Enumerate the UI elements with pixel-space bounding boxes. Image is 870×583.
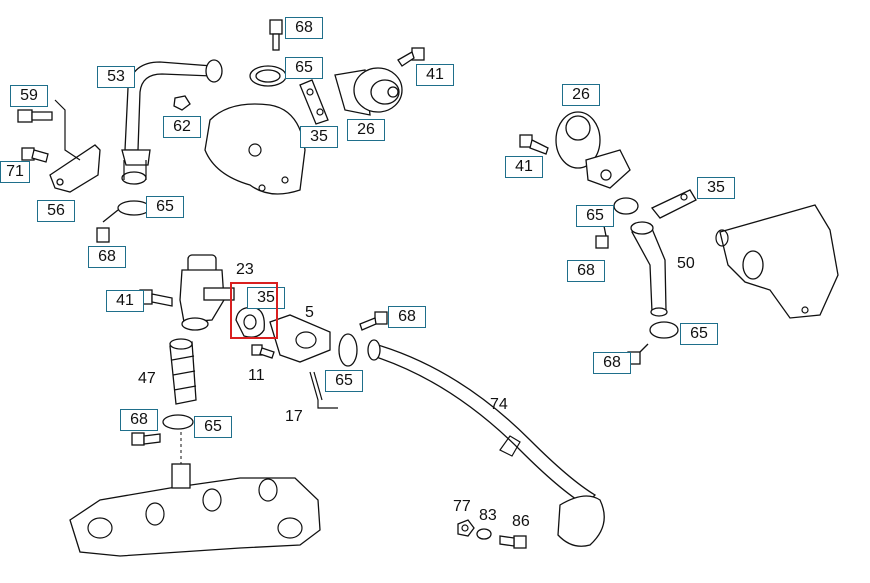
clamp-65-top	[249, 65, 287, 87]
bolt-41-right	[519, 134, 549, 155]
bolt-68-top	[269, 19, 283, 51]
clamp-65-right	[613, 197, 639, 215]
exhaust-manifold	[69, 432, 321, 557]
callout-26-right[interactable]: 26	[562, 84, 600, 106]
bolt-68-mid	[359, 311, 388, 331]
egr-valve-23	[179, 254, 235, 331]
gasket-35-right	[650, 189, 697, 219]
bolt-68-right2	[627, 343, 649, 365]
bolt-68-bot	[131, 432, 161, 446]
callout-35-selected[interactable]: 35	[247, 287, 285, 309]
bolt-86	[499, 535, 527, 549]
pipe-74	[367, 339, 605, 547]
bolt-11	[251, 344, 275, 359]
callout-65-bot[interactable]: 65	[194, 416, 232, 438]
callout-5[interactable]: 5	[305, 304, 314, 321]
pipe-50	[630, 221, 668, 317]
pipe-47	[169, 338, 197, 405]
callout-11[interactable]: 11	[248, 367, 265, 384]
bolt-59	[17, 109, 53, 123]
pipe-53	[121, 59, 223, 185]
callout-71[interactable]: 71	[0, 161, 30, 183]
callout-74[interactable]: 74	[490, 396, 508, 413]
callout-41-mid[interactable]: 41	[106, 290, 144, 312]
pipe-17	[309, 371, 338, 409]
callout-68-left[interactable]: 68	[88, 246, 126, 268]
nut-62	[173, 95, 191, 111]
callout-65-left[interactable]: 65	[146, 196, 184, 218]
callout-83[interactable]: 83	[479, 507, 497, 524]
callout-50[interactable]: 50	[677, 255, 695, 272]
callout-53[interactable]: 53	[97, 66, 135, 88]
callout-68-top[interactable]: 68	[285, 17, 323, 39]
clamp-65-right2	[649, 321, 679, 339]
bolt-71	[21, 147, 49, 163]
callout-65-top[interactable]: 65	[285, 57, 323, 79]
callout-65-mid[interactable]: 65	[325, 370, 363, 392]
cylinder-head-part	[715, 204, 839, 319]
callout-77[interactable]: 77	[453, 498, 471, 515]
callout-86[interactable]: 86	[512, 513, 530, 530]
egr-valve-26-right	[555, 111, 631, 189]
callout-17[interactable]: 17	[285, 408, 303, 425]
nut-77	[457, 519, 475, 537]
callout-65-right[interactable]: 65	[576, 205, 614, 227]
callout-68-mid[interactable]: 68	[388, 306, 426, 328]
callout-68-right2[interactable]: 68	[593, 352, 631, 374]
bolt-41-top	[397, 47, 425, 67]
callout-59[interactable]: 59	[10, 85, 48, 107]
callout-68-bot[interactable]: 68	[120, 409, 158, 431]
cover-plate	[204, 103, 306, 195]
bolt-68-right	[595, 225, 609, 249]
callout-41-top[interactable]: 41	[416, 64, 454, 86]
bolt-68-left	[96, 209, 119, 243]
bracket-56	[49, 99, 101, 193]
callout-26-top[interactable]: 26	[347, 119, 385, 141]
clamp-65-bot	[162, 414, 194, 430]
callout-65-right2[interactable]: 65	[680, 323, 718, 345]
callout-47[interactable]: 47	[138, 370, 156, 387]
callout-68-right[interactable]: 68	[567, 260, 605, 282]
callout-62[interactable]: 62	[163, 116, 201, 138]
callout-41-right[interactable]: 41	[505, 156, 543, 178]
egr-valve-26-top	[334, 67, 403, 116]
flange-5	[269, 314, 331, 363]
bolt-41-mid	[139, 289, 173, 307]
callout-35-top[interactable]: 35	[300, 126, 338, 148]
callout-23[interactable]: 23	[236, 261, 254, 278]
washer-83	[476, 528, 492, 540]
callout-56[interactable]: 56	[37, 200, 75, 222]
gasket-35-selected	[235, 306, 265, 338]
clamp-65-mid	[338, 333, 358, 367]
gasket-35-top	[299, 79, 329, 125]
callout-35-right[interactable]: 35	[697, 177, 735, 199]
